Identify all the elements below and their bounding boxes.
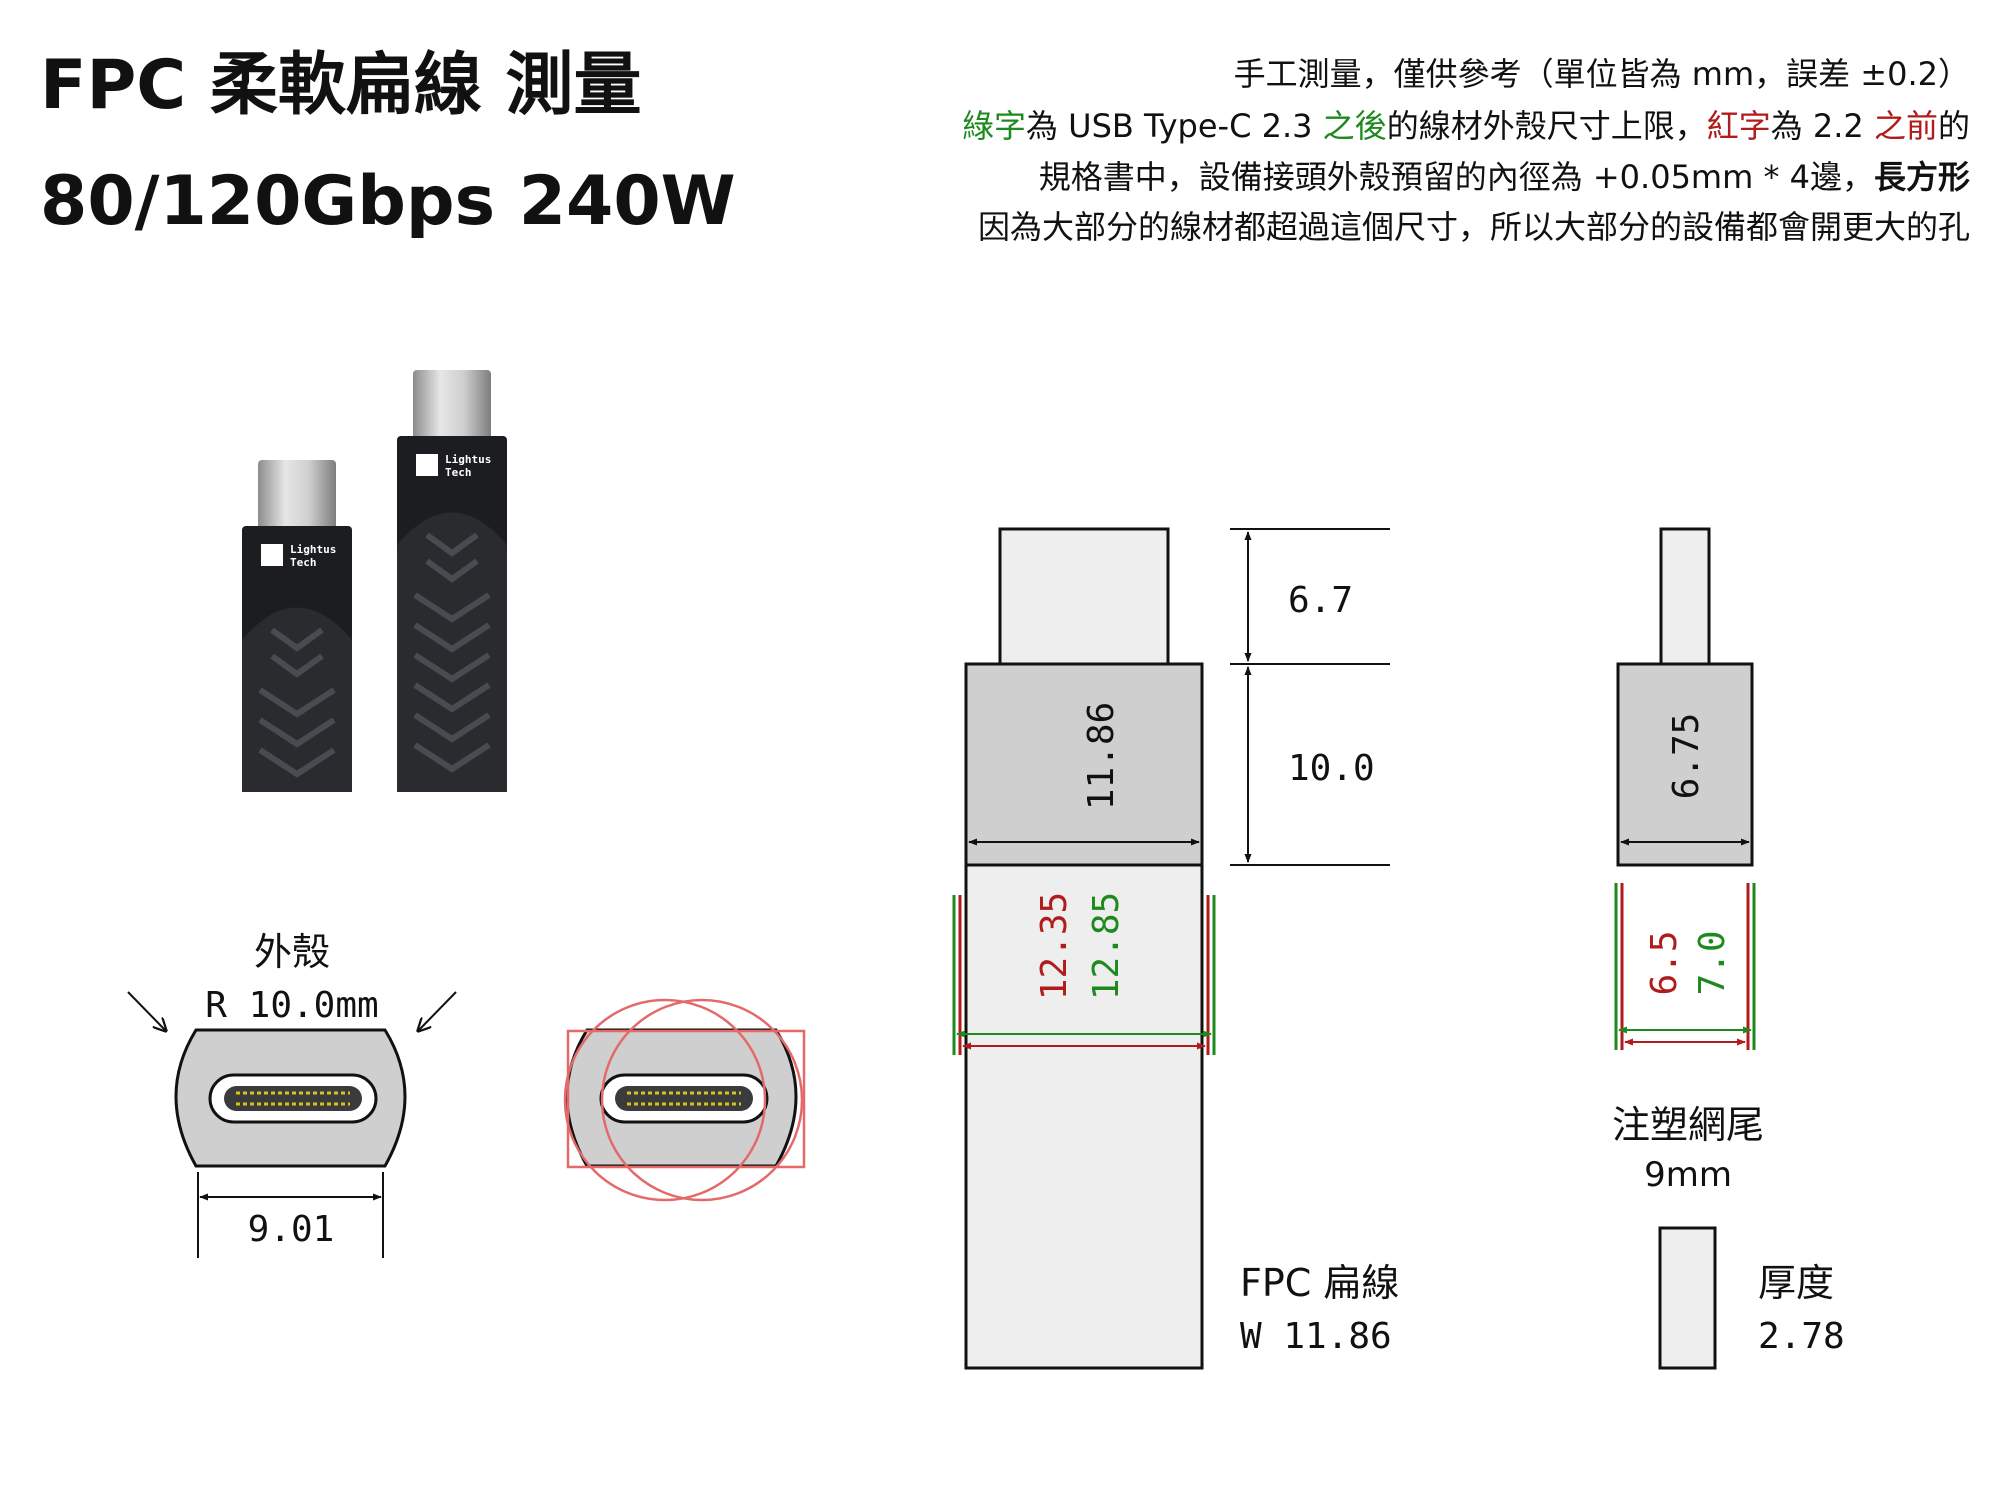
note-green-word: 綠字 xyxy=(961,107,1026,145)
side-green-limit-value: 7.0 xyxy=(1692,930,1733,995)
overmold-value: 9mm xyxy=(1644,1155,1732,1195)
housing-thickness-value: 6.75 xyxy=(1666,713,1707,800)
overmold-label: 注塑網尾 xyxy=(1612,1103,1764,1147)
page-title: FPC 柔軟扁線 測量 xyxy=(40,46,642,125)
brand-name-line2: Tech xyxy=(445,466,472,479)
brand-logo-icon xyxy=(416,454,438,476)
note-line-4: 因為大部分的線材都超過這個尺寸，所以大部分的設備都會開更大的孔 xyxy=(977,208,1970,246)
plug-front xyxy=(998,527,1170,666)
housing-length-value: 10.0 xyxy=(1288,748,1375,789)
plug-side xyxy=(1659,527,1711,666)
radius-circle-left xyxy=(563,998,767,1202)
usb-c-plug xyxy=(258,460,336,530)
shell-overlay-diagram xyxy=(563,998,806,1202)
brand-name-line1: Lightus xyxy=(445,453,491,466)
thickness-label: 厚度 xyxy=(1758,1261,1834,1305)
shell-cross-section xyxy=(174,1028,407,1168)
shell-label: 外殼 xyxy=(254,930,330,974)
thickness-value: 2.78 xyxy=(1758,1316,1845,1357)
housing-side xyxy=(1616,662,1754,867)
radius-arrow-right xyxy=(418,991,457,1031)
side-red-limit-value: 6.5 xyxy=(1644,930,1685,995)
note-green-after: 之後 xyxy=(1322,107,1387,145)
page-subtitle: 80/120Gbps 240W xyxy=(40,162,736,241)
radius-arrow-left xyxy=(127,991,166,1031)
side-view xyxy=(1616,527,1754,867)
note-line-3: 規格書中，設備接頭外殼預留的內徑為 +0.05mm * 4邊，長方形 xyxy=(1038,158,1970,196)
green-limit-value: 12.85 xyxy=(1086,892,1127,1000)
note-red-word: 紅字 xyxy=(1706,107,1771,145)
note-line-1: 手工測量，僅供參考（單位皆為 mm，誤差 ±0.2） xyxy=(1233,55,1970,93)
brand-name-line1: Lightus xyxy=(290,543,336,556)
note-rectangle-word: 長方形 xyxy=(1873,158,1970,196)
cable-photo-small: Lightus Tech xyxy=(242,460,352,792)
fpc-label: FPC 扁線 xyxy=(1240,1261,1399,1305)
shell-radius-value: R 10.0mm xyxy=(205,985,378,1026)
usb-c-plug xyxy=(413,370,491,442)
spec-rectangle xyxy=(566,1029,806,1169)
fpc-cable-front xyxy=(964,863,1204,1370)
front-view xyxy=(964,527,1204,1370)
housing-front xyxy=(964,662,1204,867)
cable-photo-large: Lightus Tech xyxy=(397,370,507,792)
housing-width-value: 11.86 xyxy=(1081,702,1122,810)
fpc-width-value: W 11.86 xyxy=(1240,1316,1392,1357)
note-red-before: 之前 xyxy=(1873,107,1938,145)
radius-circle-right xyxy=(600,998,804,1202)
shell-width-value: 9.01 xyxy=(248,1209,335,1250)
note-line-2: 綠字為 USB Type-C 2.3 之後的線材外殼尺寸上限，紅字為 2.2 之… xyxy=(961,107,1970,145)
brand-logo-icon xyxy=(261,544,283,566)
brand-name-line2: Tech xyxy=(290,556,317,569)
red-limit-value: 12.35 xyxy=(1034,892,1075,1000)
fpc-thickness-section xyxy=(1658,1226,1717,1370)
plug-length-value: 6.7 xyxy=(1288,580,1353,621)
